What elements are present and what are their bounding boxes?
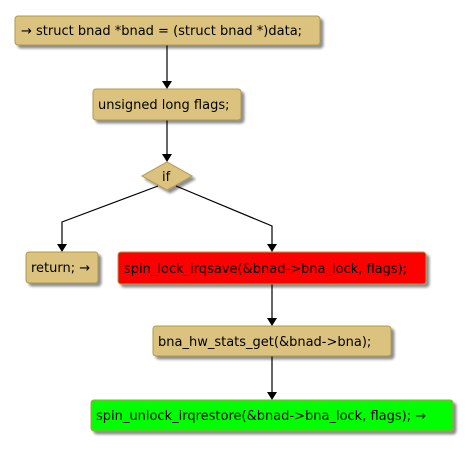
- arrowhead-lock-stats: [267, 318, 277, 326]
- arrowhead-decision-return: [57, 244, 67, 252]
- arrowhead-n2-decision: [162, 154, 172, 162]
- node-spin-unlock-box: [90, 399, 454, 432]
- node-spin-lock-label: spin_lock_irqsave(&bnad->bna_lock, flags…: [124, 262, 407, 277]
- node-struct-decl-label: → struct bnad *bnad = (struct bnad *)dat…: [21, 24, 302, 39]
- decision-label: if: [162, 170, 171, 185]
- node-struct-decl: → struct bnad *bnad = (struct bnad *)dat…: [14, 15, 321, 46]
- node-spin-unlock-label: spin_unlock_irqrestore(&bnad->bna_lock, …: [96, 409, 426, 424]
- arrowhead-n1-n2: [162, 81, 172, 89]
- node-flags-decl-label: unsigned long flags;: [98, 98, 230, 113]
- edge-decision-return: [61, 185, 159, 245]
- node-struct-decl-box: [14, 15, 321, 46]
- edge-decision-lock: [175, 185, 273, 245]
- node-return: return; →: [25, 251, 99, 284]
- node-return-label: return; →: [31, 261, 90, 276]
- node-decision: if: [140, 161, 194, 191]
- node-spin-lock-box: [117, 251, 427, 285]
- node-return-box: [25, 251, 99, 284]
- arrowhead-stats-unlock: [267, 392, 277, 400]
- node-spin-unlock: spin_unlock_irqrestore(&bnad->bna_lock, …: [90, 399, 454, 432]
- node-spin-lock: spin_lock_irqsave(&bnad->bna_lock, flags…: [117, 251, 427, 285]
- arrowhead-decision-lock: [267, 244, 277, 252]
- node-flags-decl: unsigned long flags;: [92, 88, 242, 121]
- decision-diamond: [140, 161, 194, 191]
- node-flags-decl-box: [92, 88, 242, 121]
- edges: [57, 45, 277, 400]
- node-stats-get-label: bna_hw_stats_get(&bnad->bna);: [158, 335, 371, 350]
- node-stats-get: bna_hw_stats_get(&bnad->bna);: [152, 325, 392, 357]
- node-stats-get-box: [152, 325, 392, 357]
